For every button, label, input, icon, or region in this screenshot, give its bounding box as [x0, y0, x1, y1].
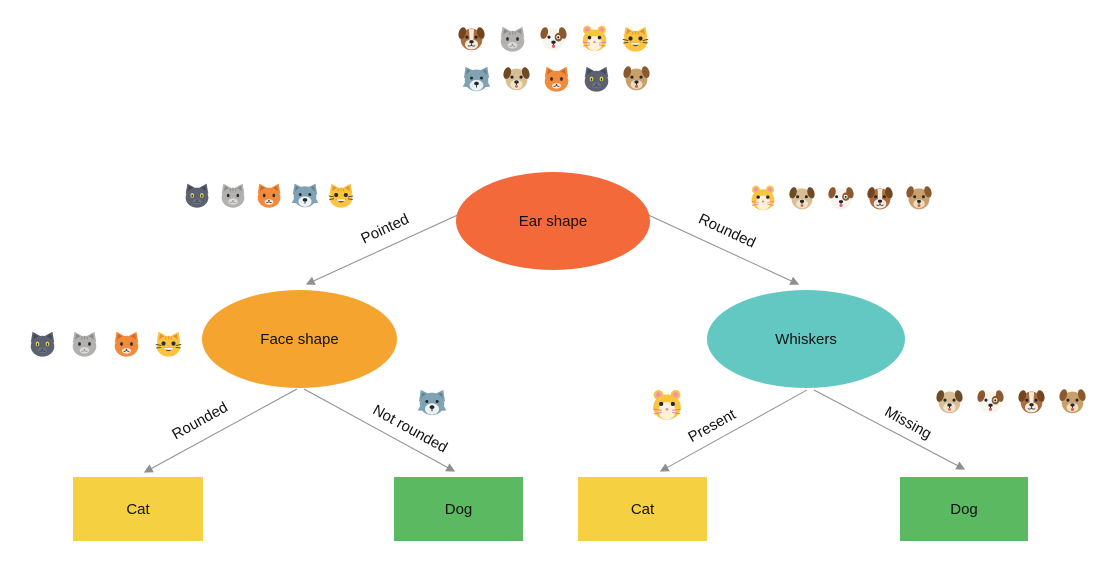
node-ear-shape: Ear shape — [456, 172, 650, 270]
cat-dark-emoji — [28, 329, 57, 358]
dog-pug-emoji — [935, 387, 964, 416]
leaf-dog-right: Dog — [900, 477, 1028, 541]
edge-whiskers-to-cat — [659, 389, 808, 472]
pointed-branch-animals — [183, 181, 355, 209]
leaf-cat-left: Cat — [73, 477, 203, 541]
dog-pug-emoji — [788, 184, 816, 212]
leaf-dog-left: Dog — [394, 477, 523, 541]
edge-root-to-whiskers — [643, 212, 800, 285]
edge-face-shape-to-dog — [303, 388, 456, 472]
edge-whiskers-to-dog — [813, 389, 966, 470]
dog-brown-emoji — [905, 184, 933, 212]
edge-root-to-face-shape — [305, 212, 463, 285]
not-rounded-animal — [417, 387, 447, 417]
cat-orange-emoji — [112, 329, 141, 358]
leaf-dog-left-label: Dog — [444, 500, 473, 518]
cat-grin-emoji — [327, 181, 355, 209]
hamster-emoji — [749, 184, 777, 212]
wolf-emoji — [417, 387, 447, 417]
missing-branch-dogs — [935, 387, 1087, 416]
node-ear-shape-label: Ear shape — [518, 212, 588, 230]
face-shape-branch-cats — [28, 329, 183, 358]
dog-puppy-emoji — [976, 387, 1005, 416]
leaf-cat-left-label: Cat — [126, 500, 150, 518]
dog-brown-emoji — [1058, 387, 1087, 416]
dog-pug-emoji — [502, 64, 531, 93]
dog-brown-emoji — [622, 64, 651, 93]
hamster-emoji — [580, 24, 609, 53]
cat-gray-emoji — [219, 181, 247, 209]
dog-puppy-emoji — [827, 184, 855, 212]
cat-gray-emoji — [498, 24, 527, 53]
node-face-shape-label: Face shape — [260, 330, 339, 348]
hamster-emoji — [650, 388, 684, 422]
cat-dark-emoji — [183, 181, 211, 209]
cat-orange-emoji — [542, 64, 571, 93]
present-animal — [650, 388, 684, 422]
dog-boxer-emoji — [1017, 387, 1046, 416]
wolf-emoji — [462, 64, 491, 93]
dog-boxer-emoji — [866, 184, 894, 212]
cat-grin-emoji — [154, 329, 183, 358]
node-whiskers-label: Whiskers — [775, 330, 837, 348]
cat-gray-emoji — [70, 329, 99, 358]
dataset-emoji-row-2 — [462, 64, 651, 93]
cat-orange-emoji — [255, 181, 283, 209]
wolf-emoji — [291, 181, 319, 209]
node-face-shape: Face shape — [202, 290, 397, 388]
leaf-cat-right: Cat — [578, 477, 707, 541]
edge-face-shape-to-cat — [143, 388, 298, 473]
dog-boxer-emoji — [457, 24, 486, 53]
dog-puppy-emoji — [539, 24, 568, 53]
dataset-emoji-row-1 — [457, 24, 650, 53]
cat-dark-emoji — [582, 64, 611, 93]
leaf-dog-right-label: Dog — [950, 500, 978, 518]
node-whiskers: Whiskers — [707, 290, 905, 388]
rounded-branch-animals — [749, 184, 933, 212]
cat-grin-emoji — [621, 24, 650, 53]
leaf-cat-right-label: Cat — [630, 500, 655, 518]
